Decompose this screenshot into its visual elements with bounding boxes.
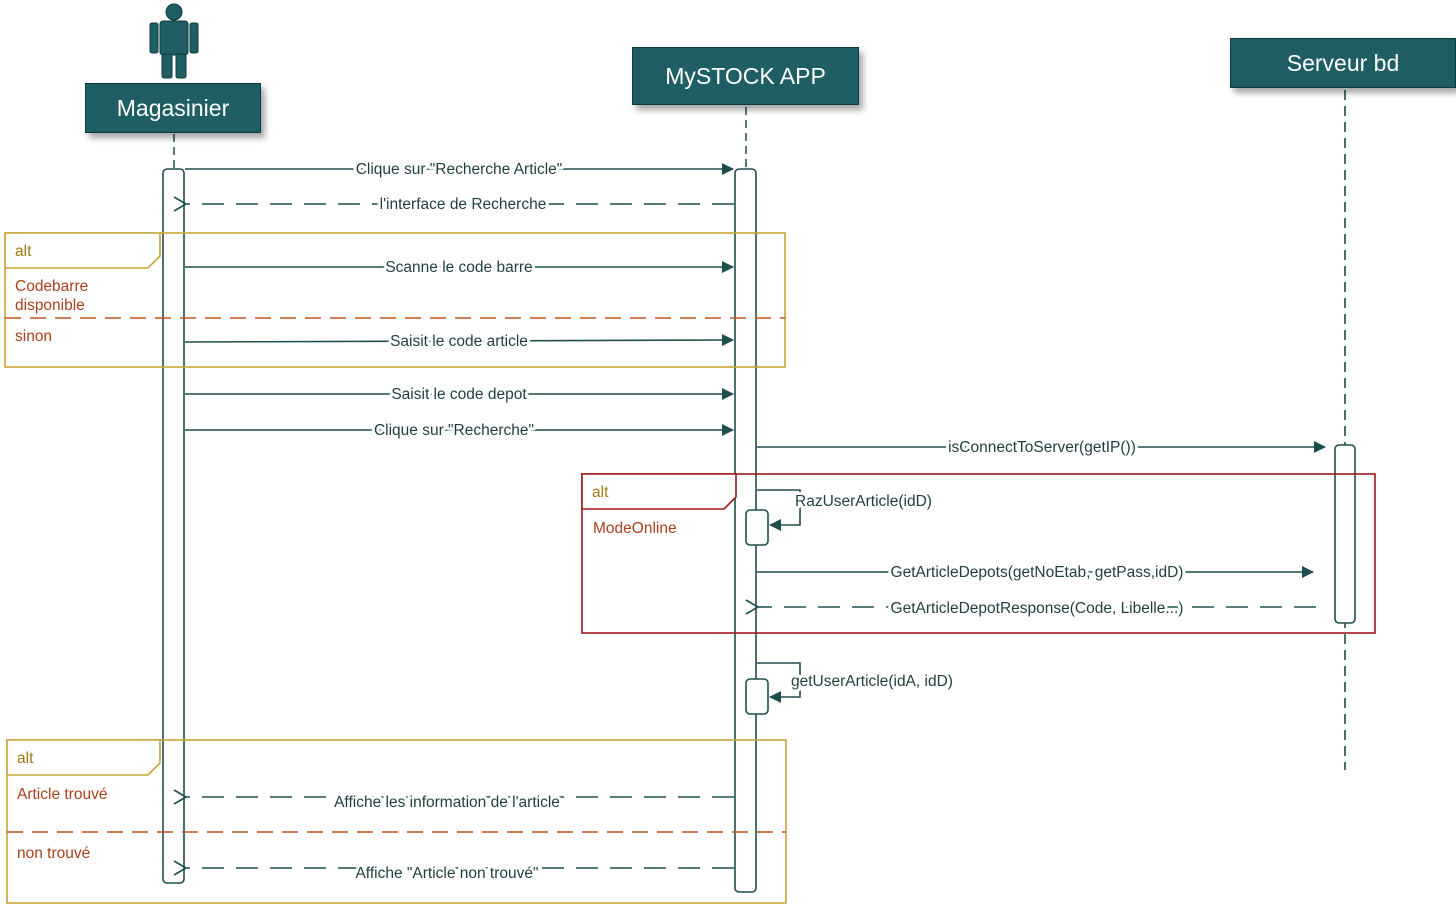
label-m5: Saisit le code depot [391, 386, 527, 403]
activation-app-self2 [745, 678, 769, 715]
label-m11: getUserArticle(idA, idD) [791, 673, 953, 690]
alt3-guard1: Article trouvé [17, 786, 107, 803]
participant-magasinier-label: Magasinier [116, 94, 230, 121]
label-m7: isConnectToServer(getIP()) [948, 439, 1136, 456]
participant-server: Serveur bd [1230, 38, 1456, 88]
fragment-alt-codebarre [4, 232, 786, 368]
activation-magasinier [162, 168, 185, 884]
alt2-guard1: ModeOnline [593, 520, 677, 537]
label-m6: Clique sur "Recherche" [374, 422, 534, 439]
alt2-operator: alt [592, 484, 609, 501]
alt1-operator: alt [15, 243, 32, 260]
label-m4: Saisit le code article [390, 333, 528, 350]
alt3-guard2: non trouvé [17, 845, 90, 862]
arrow-m11 [757, 662, 801, 703]
alt1-guard1-line2: disponible [15, 297, 85, 314]
actor-icon [149, 3, 199, 79]
label-m8: RazUserArticle(idD) [795, 493, 932, 510]
alt3-operator: alt [17, 750, 34, 767]
arrow-m8 [757, 489, 801, 531]
alt1-guard1-line1: Codebarre [15, 278, 88, 295]
label-m10: GetArticleDepotResponse(Code, Libelle...… [891, 600, 1184, 617]
label-m3: Scanne le code barre [385, 259, 532, 276]
participant-app-label: MySTOCK APP [665, 62, 826, 89]
label-m12: Affiche les information de l'article [334, 794, 560, 811]
label-m13: Affiche "Article non trouvé" [355, 865, 538, 882]
alt1-guard2: sinon [15, 328, 52, 345]
activation-app-self1 [745, 509, 769, 546]
arrow-m4 [184, 334, 734, 347]
fragment-alt-modeonline [581, 473, 1376, 634]
participant-magasinier: Magasinier [85, 83, 261, 133]
label-m9: GetArticleDepots(getNoEtab, getPass,idD) [891, 564, 1184, 581]
label-m2: l'interface de Recherche [380, 196, 547, 213]
participant-app: MySTOCK APP [632, 47, 859, 105]
participant-server-label: Serveur bd [1286, 49, 1400, 76]
fragment-alt-article [6, 739, 787, 904]
label-m1: Clique sur "Recherche Article" [356, 161, 563, 178]
activation-server [1334, 444, 1356, 624]
